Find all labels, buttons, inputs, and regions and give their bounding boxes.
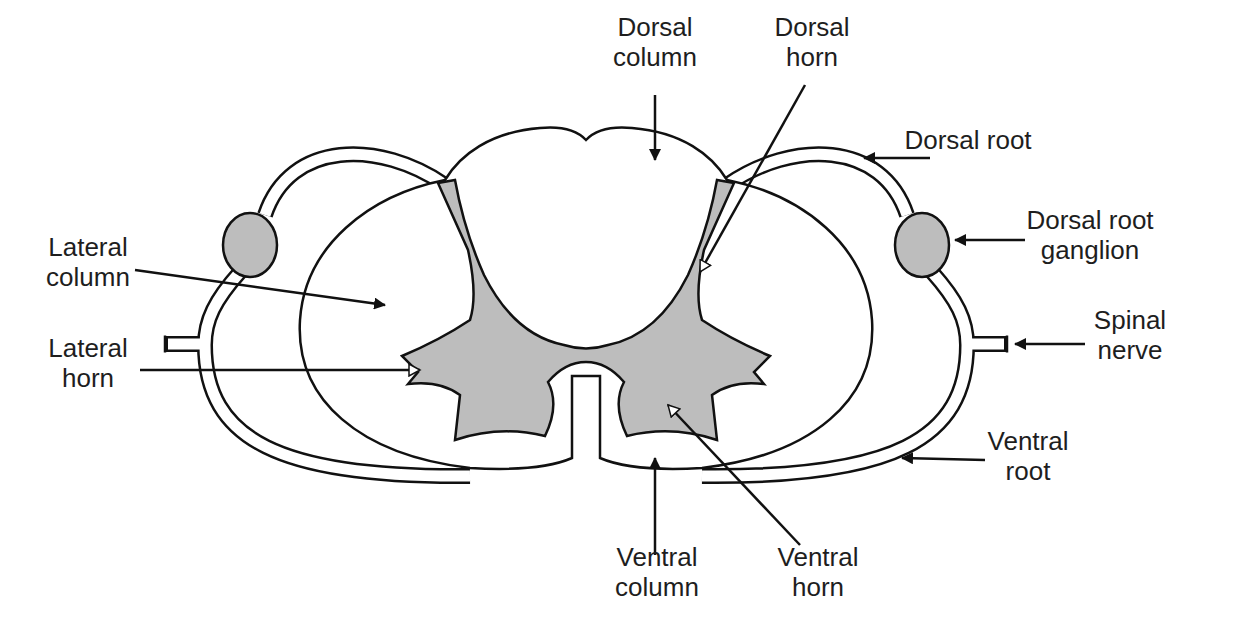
white-matter [300, 128, 873, 469]
part-label: Ventral root [963, 426, 1093, 486]
part-label: Ventral column [587, 542, 727, 602]
part-label: Spinal nerve [1065, 305, 1195, 365]
part-label: Dorsal root ganglion [1005, 205, 1175, 265]
leader-arrow [902, 458, 985, 460]
leader-arrow [135, 270, 385, 305]
part-label: Dorsal root [903, 125, 1033, 155]
part-label: Lateral column [18, 232, 158, 292]
leader-arrow [955, 239, 1025, 242]
leader-arrow [654, 95, 657, 160]
part-label: Ventral horn [753, 542, 883, 602]
leader-arrow [864, 157, 930, 160]
gray-matter [402, 180, 770, 440]
leader-arrow [1015, 343, 1085, 346]
leader-arrow [654, 458, 657, 555]
leader-arrow [700, 85, 805, 272]
leader-arrow [140, 369, 420, 372]
leader-arrow [668, 405, 800, 545]
part-label: Lateral horn [23, 333, 153, 393]
part-label: Dorsal horn [747, 12, 877, 72]
part-label: Dorsal column [585, 12, 725, 72]
